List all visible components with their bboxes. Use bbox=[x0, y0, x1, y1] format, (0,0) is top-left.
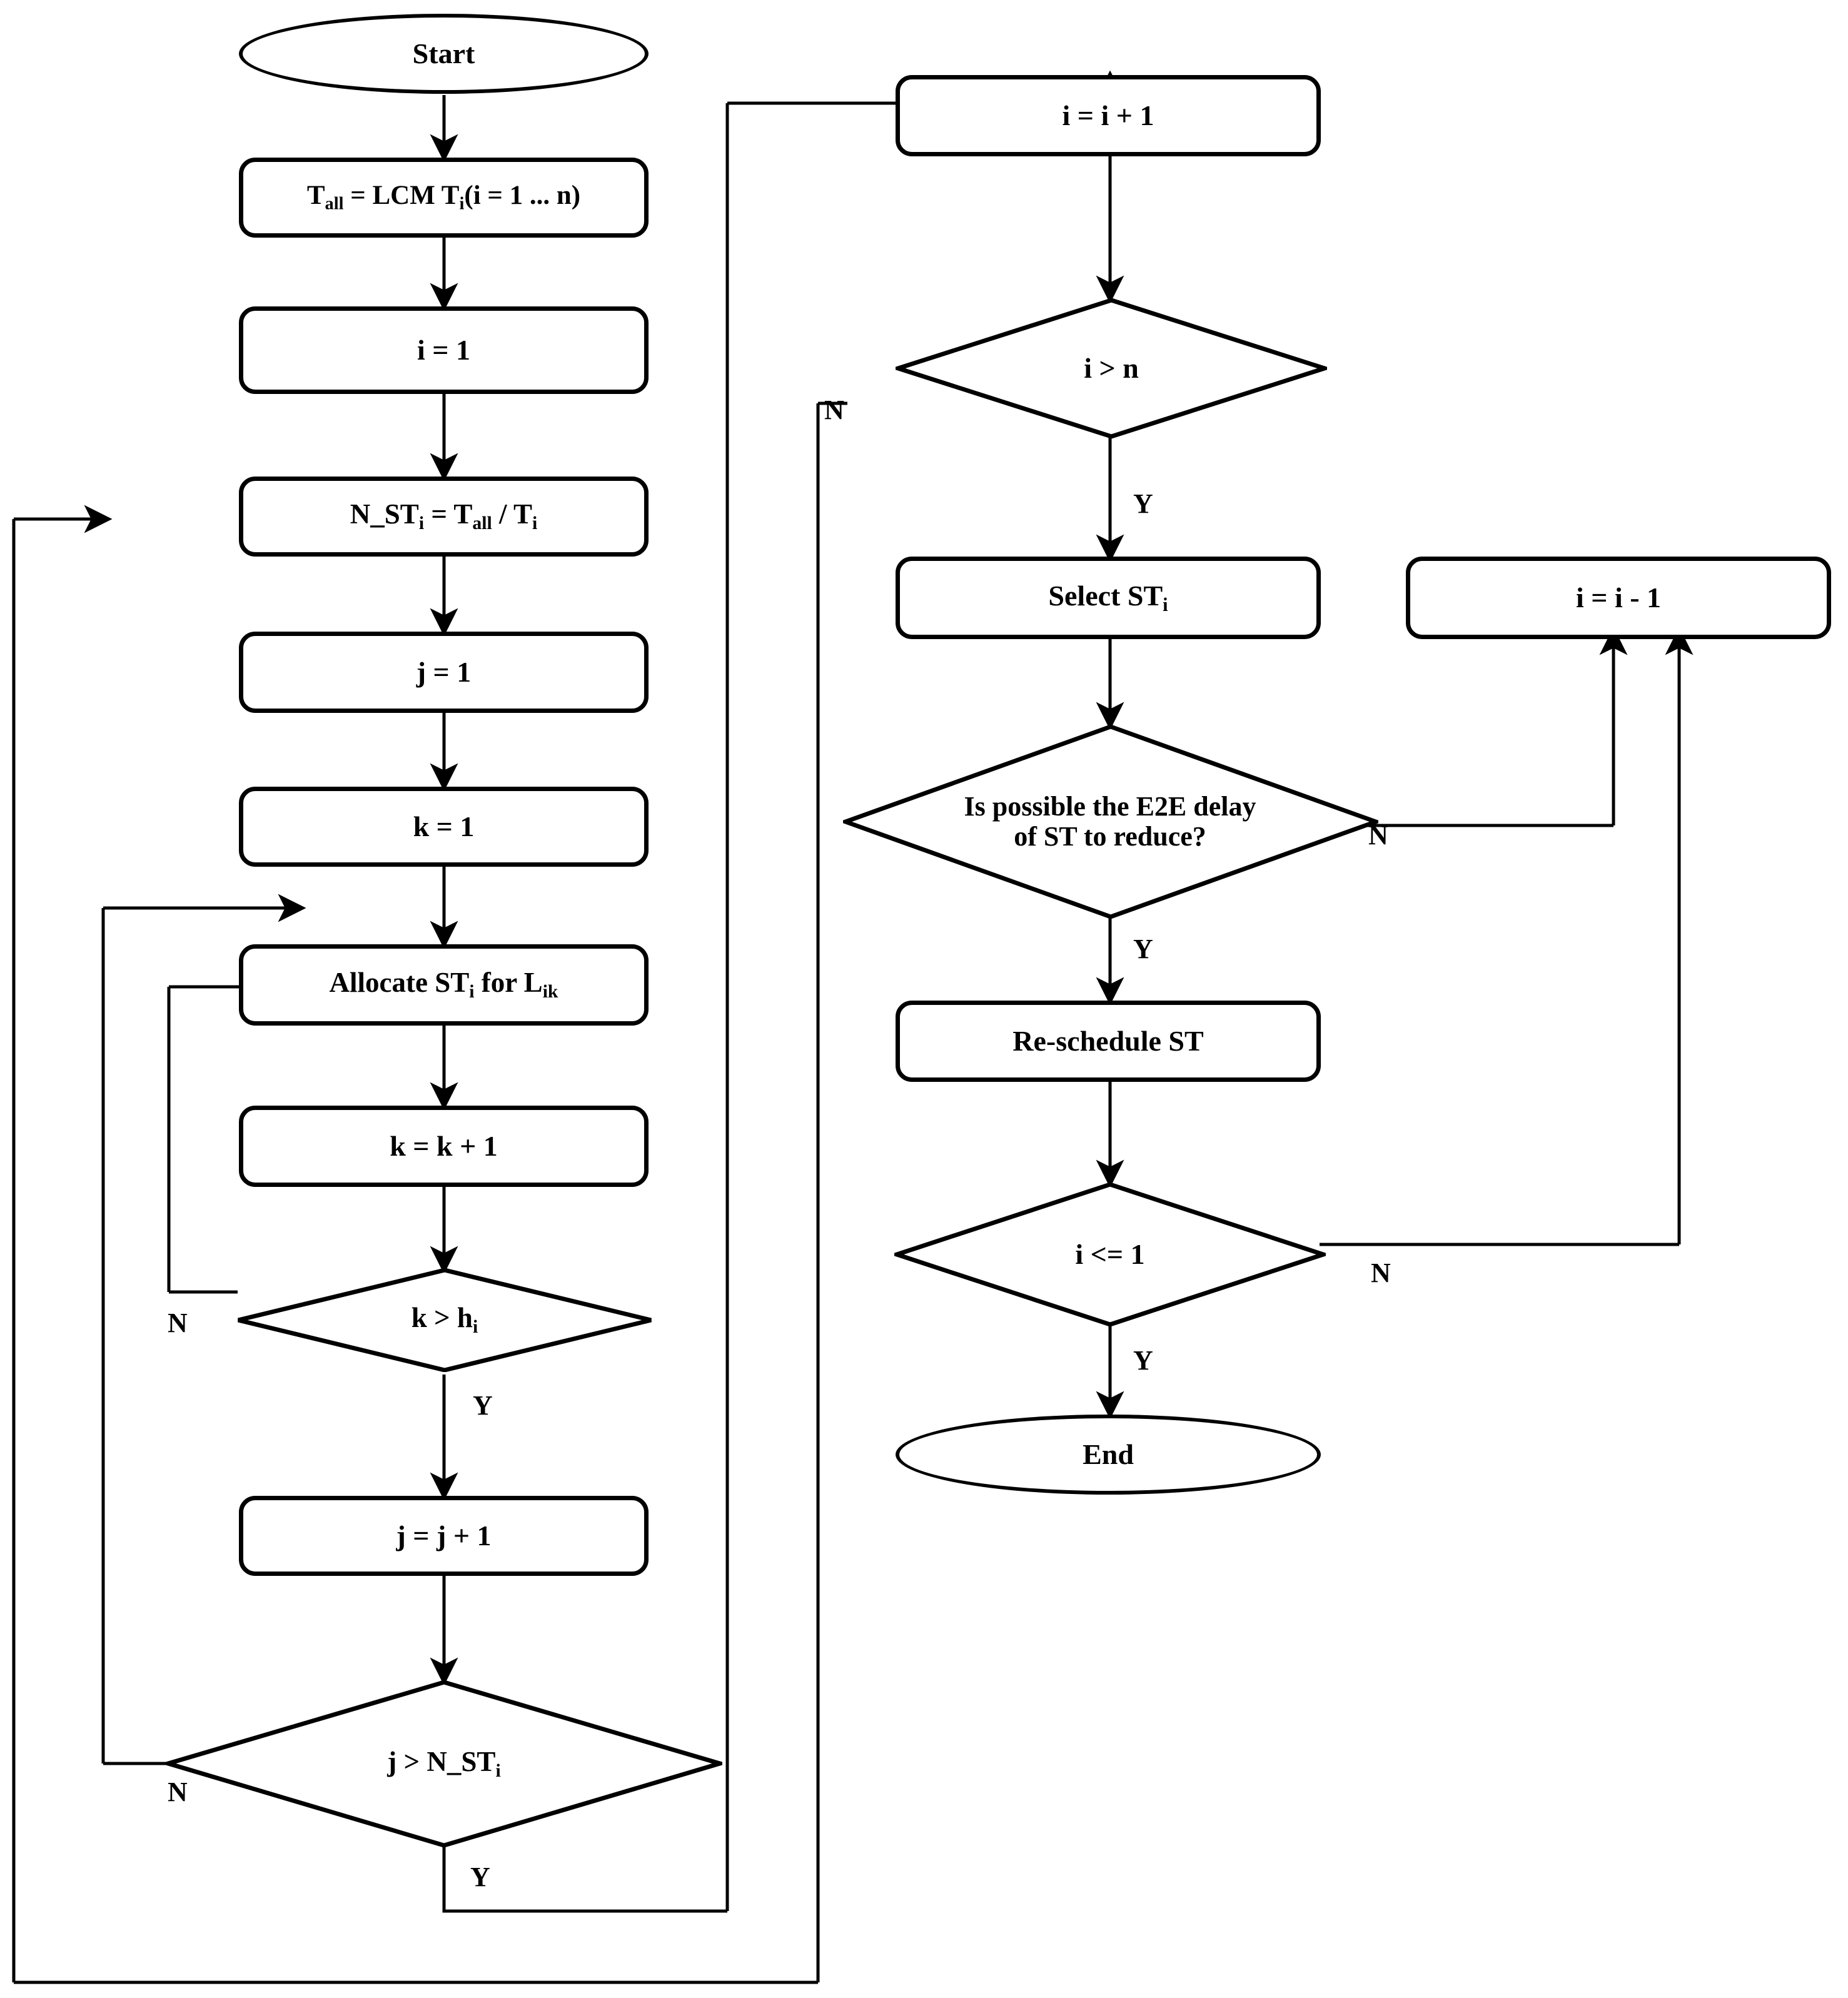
node-e2e-shape bbox=[843, 724, 1378, 919]
node-j-inc-label: j = j + 1 bbox=[396, 1520, 492, 1552]
node-i-inc-label: i = i + 1 bbox=[1062, 99, 1154, 132]
node-i-init: i = 1 bbox=[239, 306, 649, 394]
node-i-le-1-shape bbox=[894, 1182, 1326, 1327]
node-start: Start bbox=[239, 14, 649, 94]
node-n-st: N_STi = Tall / Ti bbox=[239, 477, 649, 557]
node-end: End bbox=[896, 1415, 1321, 1495]
node-k-inc-label: k = k + 1 bbox=[390, 1130, 498, 1163]
node-k-inc: k = k + 1 bbox=[239, 1106, 649, 1187]
edge-label-i-le-1-no: N bbox=[1371, 1258, 1391, 1288]
node-k-init: k = 1 bbox=[239, 787, 649, 867]
node-reschedule: Re-schedule ST bbox=[896, 1001, 1321, 1082]
node-end-label: End bbox=[1083, 1438, 1134, 1471]
node-k-gt-h-shape bbox=[238, 1268, 652, 1372]
node-i-init-label: i = 1 bbox=[417, 334, 470, 366]
node-n-st-label: N_STi = Tall / Ti bbox=[350, 498, 538, 534]
edge-label-j-gt-nst-yes: Y bbox=[470, 1862, 490, 1892]
node-allocate-label: Allocate STi for Lik bbox=[329, 967, 558, 1002]
node-j-inc: j = j + 1 bbox=[239, 1496, 649, 1576]
node-i-inc: i = i + 1 bbox=[896, 75, 1321, 156]
node-j-init-label: j = 1 bbox=[416, 656, 472, 689]
edge-label-i-gt-n-yes: Y bbox=[1133, 488, 1153, 519]
edge-label-i-le-1-yes: Y bbox=[1133, 1345, 1153, 1376]
node-t-all-label: Tall = LCM Ti(i = 1 ... n) bbox=[306, 181, 581, 214]
node-reschedule-label: Re-schedule ST bbox=[1012, 1025, 1204, 1057]
edge-label-k-gt-h-no: N bbox=[168, 1308, 188, 1338]
node-i-dec-label: i = i - 1 bbox=[1575, 582, 1662, 614]
node-k-init-label: k = 1 bbox=[413, 810, 475, 843]
node-allocate: Allocate STi for Lik bbox=[239, 944, 649, 1026]
edge-label-k-gt-h-yes: Y bbox=[473, 1390, 493, 1421]
edge-label-i-gt-n-no: N bbox=[824, 395, 844, 425]
node-j-init: j = 1 bbox=[239, 632, 649, 713]
node-select-st-label: Select STi bbox=[1048, 580, 1168, 616]
node-j-gt-nst-shape bbox=[166, 1680, 722, 1848]
node-i-dec: i = i - 1 bbox=[1406, 557, 1831, 639]
node-i-gt-n-shape bbox=[896, 298, 1327, 439]
node-select-st: Select STi bbox=[896, 557, 1321, 639]
node-t-all: Tall = LCM Ti(i = 1 ... n) bbox=[239, 158, 649, 238]
edge-label-e2e-yes: Y bbox=[1133, 934, 1153, 964]
node-start-label: Start bbox=[412, 38, 475, 70]
edge-label-j-gt-nst-no: N bbox=[168, 1777, 188, 1807]
edge-label-e2e-no: N bbox=[1368, 820, 1388, 850]
